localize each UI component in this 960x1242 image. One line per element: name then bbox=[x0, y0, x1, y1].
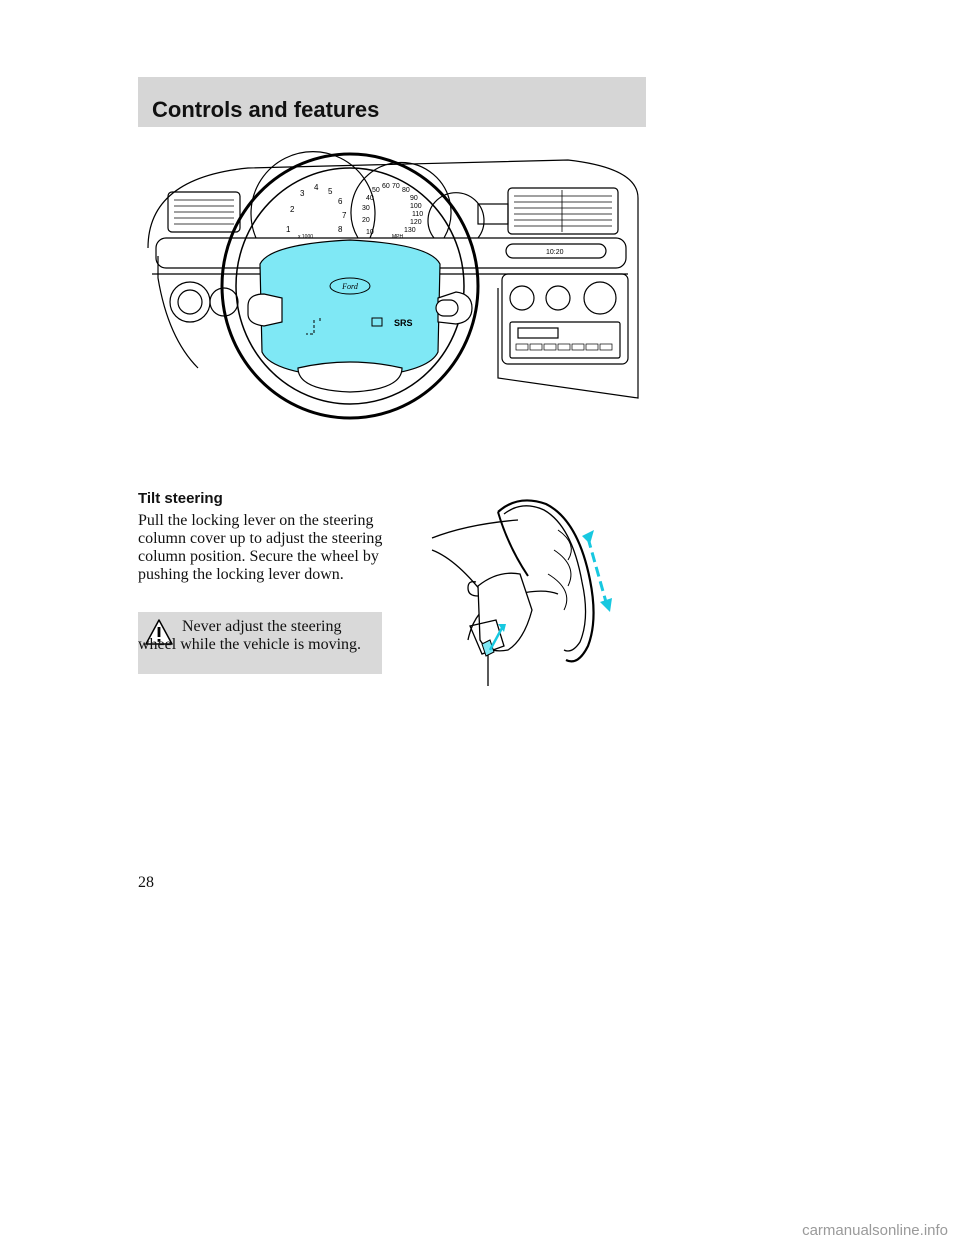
tach-tick: 4 bbox=[314, 183, 319, 192]
tach-tick: 8 bbox=[338, 225, 343, 234]
watermark: carmanualsonline.info bbox=[802, 1222, 948, 1239]
speedo-tick: 40 bbox=[366, 195, 374, 202]
warning-box: Never adjust the steering wheel while th… bbox=[138, 612, 382, 674]
speedo-tick: 120 bbox=[410, 219, 422, 226]
tach-tick: 5 bbox=[328, 187, 333, 196]
ford-logo: Ford bbox=[341, 282, 359, 291]
header-bar: Controls and features bbox=[138, 77, 646, 127]
speedo-tick: 20 bbox=[362, 217, 370, 224]
dashboard-illustration: 1 2 3 4 5 6 7 8 x 1000 10 20 30 40 50 60… bbox=[147, 151, 639, 420]
speedo-tick: 70 bbox=[392, 183, 400, 190]
speedo-tick: 80 bbox=[402, 187, 410, 194]
tach-tick: 6 bbox=[338, 197, 343, 206]
speedo-tick: 110 bbox=[412, 211, 423, 218]
body-text: Pull the locking lever on the steering c… bbox=[138, 512, 383, 583]
warning-icon bbox=[145, 619, 173, 645]
tach-tick: 7 bbox=[342, 211, 347, 220]
tach-tick: 1 bbox=[286, 225, 291, 234]
tach-tick: 3 bbox=[300, 189, 305, 198]
srs-label: SRS bbox=[394, 318, 413, 328]
speedo-label: MPH bbox=[392, 234, 404, 240]
tilt-steering-illustration bbox=[431, 499, 612, 686]
tach-tick: 2 bbox=[290, 205, 295, 214]
airbag-cover bbox=[259, 239, 441, 379]
warning-message: Never adjust the steering wheel while th… bbox=[138, 618, 362, 653]
warning-text: Never adjust the steering wheel while th… bbox=[138, 618, 378, 654]
clock-display: 10:20 bbox=[546, 249, 564, 256]
speedo-tick: 90 bbox=[410, 195, 418, 202]
speedo-tick: 130 bbox=[404, 227, 416, 234]
speedo-tick: 10 bbox=[366, 229, 374, 236]
speedo-tick: 30 bbox=[362, 205, 370, 212]
section-heading: Tilt steering bbox=[138, 490, 223, 507]
speedo-tick: 60 bbox=[382, 183, 390, 190]
speedo-tick: 50 bbox=[372, 187, 380, 194]
tach-label: x 1000 bbox=[298, 234, 313, 240]
page-number: 28 bbox=[138, 874, 154, 891]
speedo-tick: 100 bbox=[410, 203, 422, 210]
page-title: Controls and features bbox=[152, 97, 380, 122]
